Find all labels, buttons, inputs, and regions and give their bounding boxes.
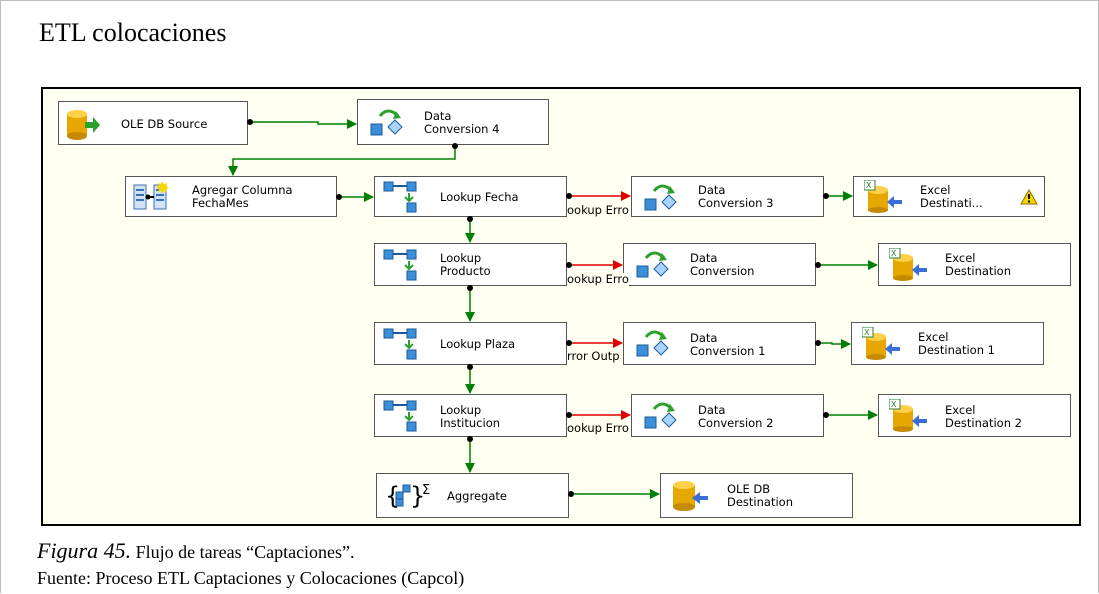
output-dot [815, 262, 821, 268]
data-conversion-icon [644, 402, 677, 429]
output-dot [467, 364, 473, 370]
figure-number: Figura 45. [37, 538, 132, 563]
output-dot [467, 436, 473, 442]
page-title: ETL colocaciones [39, 18, 227, 47]
error-output-label: rror Outp [567, 349, 620, 363]
ole-db-source-node[interactable]: OLE DB Source [58, 101, 248, 145]
svg-text:X: X [864, 328, 870, 337]
flow-connectors [228, 119, 878, 499]
data-conversion-icon [636, 330, 669, 357]
output-dot [566, 193, 572, 199]
node-label: Data Conversion [690, 251, 755, 278]
node-label: Lookup Producto [440, 251, 491, 278]
lookup-institucion-node[interactable]: Lookup Institucion [374, 394, 567, 437]
node-label: Agregar Columna FechaMes [192, 183, 293, 210]
aggregate-icon: { } Σ [385, 482, 430, 510]
excel-destination-2-node[interactable]: X Excel Destination 2 [878, 394, 1071, 437]
error-output-label: ookup Erro [567, 203, 629, 217]
error-output-label: ookup Erro [567, 421, 629, 435]
figure-caption-text: Flujo de tareas “Captaciones”. [131, 542, 355, 562]
output-dot [467, 216, 473, 222]
lookup-icon [383, 328, 417, 360]
svg-text:X: X [891, 249, 897, 258]
node-label: Aggregate [447, 489, 507, 503]
excel-destination-3-node[interactable]: X Excel Destinati... [853, 176, 1045, 217]
node-label: Lookup Fecha [440, 190, 519, 204]
node-label: OLE DB Source [121, 117, 208, 131]
data-conversion-4-node[interactable]: Data Conversion 4 [357, 99, 549, 145]
database-destination-icon [673, 481, 708, 511]
data-conversion-icon [370, 109, 403, 136]
data-conversion-1-node[interactable]: Data Conversion 1 [623, 322, 816, 365]
output-dot [247, 119, 253, 125]
node-label: Excel Destinati... [920, 183, 983, 210]
excel-destination-1-node[interactable]: X Excel Destination 1 [851, 322, 1044, 365]
output-dot [566, 340, 572, 346]
svg-text:}: } [410, 482, 425, 510]
excel-destination-icon: X [889, 248, 927, 281]
node-label: Data Conversion 3 [698, 183, 774, 210]
lookup-icon [383, 249, 417, 281]
output-dot [566, 262, 572, 268]
excel-destination-icon: X [862, 327, 900, 360]
ole-db-destination-node[interactable]: OLE DB Destination [660, 473, 853, 518]
lookup-icon [383, 400, 417, 432]
data-conversion-icon [644, 184, 677, 211]
data-conversion-icon [636, 251, 669, 278]
node-label: Data Conversion 4 [424, 109, 500, 136]
node-label: Lookup Institucion [440, 403, 501, 430]
error-output-label: ookup Erro [567, 272, 629, 286]
derived-column-icon [133, 181, 169, 210]
output-dot [823, 193, 829, 199]
excel-destination-node[interactable]: X Excel Destination [878, 243, 1071, 286]
excel-destination-icon: X [889, 399, 927, 432]
node-label: Data Conversion 1 [690, 331, 766, 358]
output-dot [467, 285, 473, 291]
node-label: Excel Destination 1 [918, 330, 995, 357]
output-dot [336, 194, 342, 200]
flow-source-to-conversion4 [251, 119, 357, 129]
database-source-icon [67, 110, 100, 140]
derived-column-node[interactable]: Agregar Columna FechaMes [125, 176, 337, 217]
output-dot [566, 412, 572, 418]
output-dot [568, 491, 574, 497]
aggregate-node[interactable]: { } Σ Aggregate [376, 473, 569, 518]
figure-caption: Figura 45. Flujo de tareas “Captaciones”… [37, 538, 355, 564]
node-label: Data Conversion 2 [698, 403, 774, 430]
svg-text:Σ: Σ [422, 483, 430, 498]
node-label: Lookup Plaza [440, 337, 516, 351]
output-dot [452, 143, 458, 149]
excel-destination-icon: X [864, 180, 902, 213]
flow-conv1-to-excel1 [819, 339, 851, 349]
warning-icon [1020, 189, 1038, 205]
output-dot [823, 412, 829, 418]
data-conversion-2-node[interactable]: Data Conversion 2 [631, 394, 824, 437]
data-conversion-3-node[interactable]: Data Conversion 3 [631, 176, 824, 217]
node-label: OLE DB Destination [727, 482, 793, 509]
node-label: Excel Destination 2 [945, 403, 1022, 430]
node-label: Excel Destination [945, 251, 1011, 278]
lookup-icon [383, 181, 417, 213]
svg-text:X: X [866, 181, 872, 190]
output-dot [815, 340, 821, 346]
flow-conversion4-to-agregar [228, 147, 456, 176]
data-flow-canvas: OLE DB Source Data Conversion 4 Agregar … [41, 87, 1081, 526]
figure-source: Fuente: Proceso ETL Captaciones y Coloca… [37, 568, 465, 588]
svg-text:X: X [891, 400, 897, 409]
lookup-producto-node[interactable]: Lookup Producto [374, 243, 567, 286]
